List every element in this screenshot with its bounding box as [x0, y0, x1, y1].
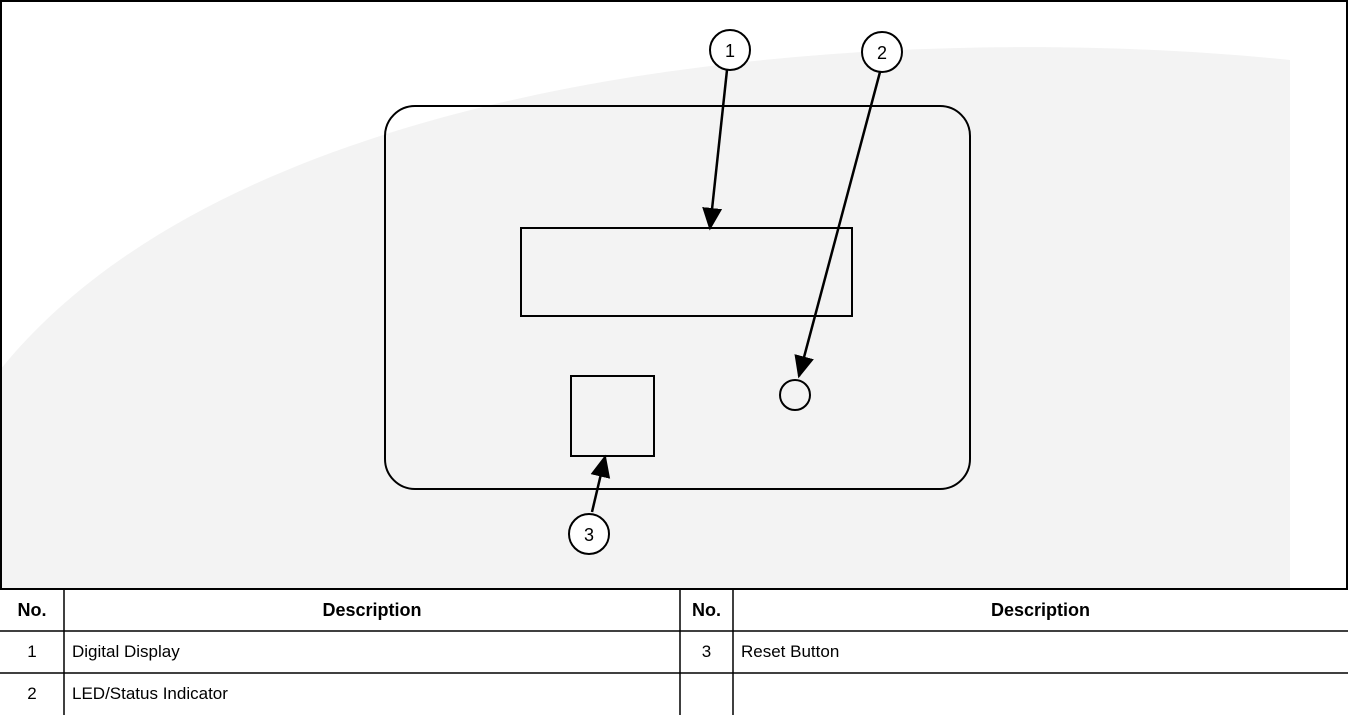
row-1-no-left: 1	[27, 642, 37, 661]
callout-2-arrow	[794, 71, 882, 379]
row-2-desc-left: LED/Status Indicator	[72, 684, 228, 703]
callout-1-arrow	[702, 69, 729, 231]
row-2-desc-right	[733, 673, 1348, 715]
legend-table: No. Description No. Description 1 Digita…	[0, 588, 1348, 715]
header-description-right: Description	[990, 599, 1091, 620]
callout-2-label: 2	[877, 43, 887, 63]
row-1-no-right: 3	[701, 642, 712, 661]
reset-button-shape	[570, 375, 655, 457]
device-diagram: 1 2 3	[0, 0, 1348, 588]
header-no-left: No.	[17, 599, 47, 620]
watermark-swoosh	[0, 47, 1290, 588]
led-indicator-shape	[779, 379, 811, 411]
row-1-desc-left: Digital Display	[72, 642, 180, 661]
digital-display-shape	[520, 227, 853, 317]
callout-2: 2	[861, 31, 903, 73]
callout-3-label: 3	[584, 525, 594, 545]
callout-1: 1	[709, 29, 751, 71]
figure-border	[0, 0, 1348, 588]
row-2-no-left: 2	[27, 684, 37, 703]
device-housing	[384, 105, 971, 490]
legend-table-grid	[0, 588, 1348, 715]
callout-1-label: 1	[725, 41, 735, 61]
header-no-right: No.	[692, 599, 721, 620]
callout-3-arrow	[590, 454, 611, 513]
callout-3: 3	[568, 513, 610, 555]
header-description-left: Description	[322, 599, 422, 620]
row-2-no-right	[680, 673, 733, 715]
row-1-desc-right: Reset Button	[741, 642, 840, 661]
